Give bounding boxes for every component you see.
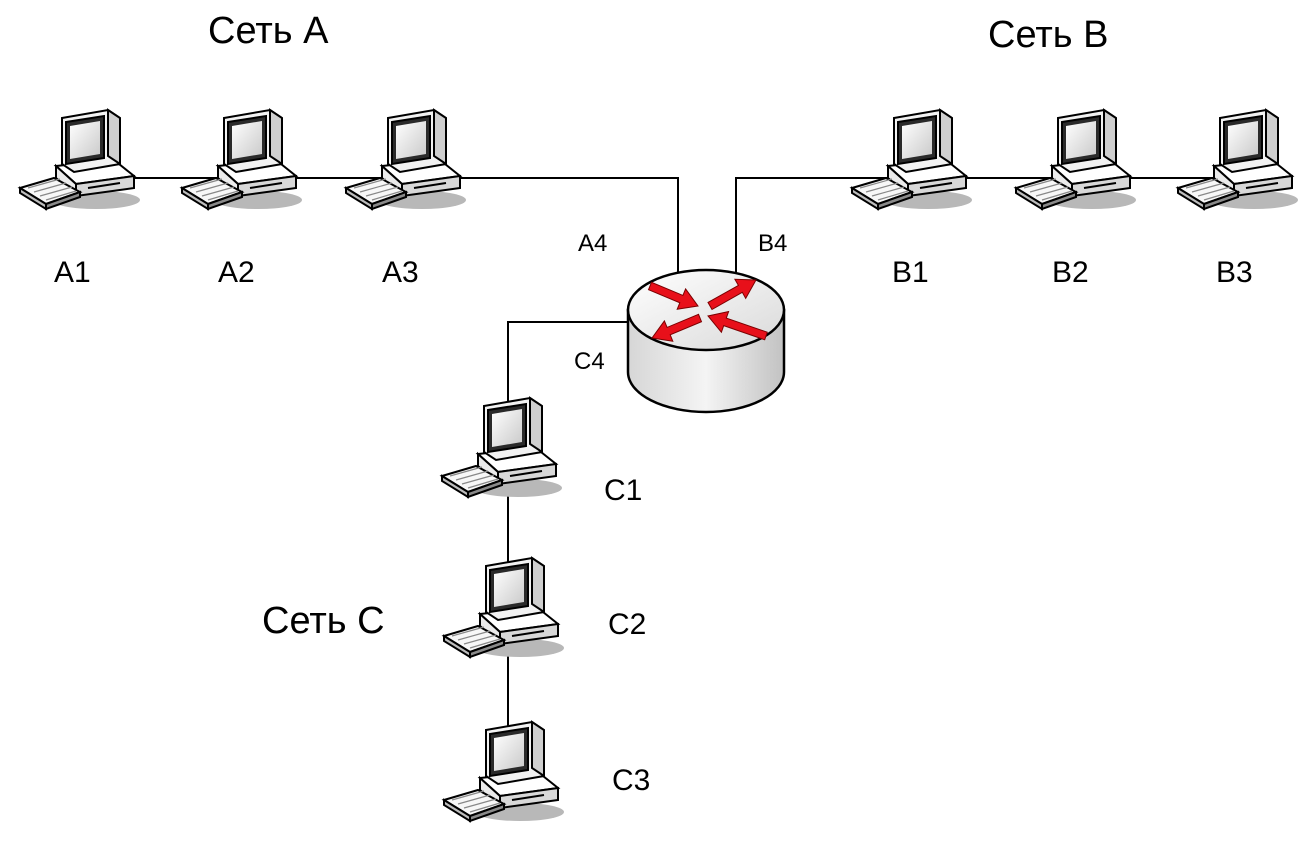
host-label-c3: C3 — [612, 764, 651, 797]
router-arrows-icon — [647, 278, 768, 342]
computer-b3-icon[interactable] — [1177, 109, 1299, 210]
link-network-c — [507, 321, 630, 790]
router-arrow — [707, 278, 757, 311]
host-label-a2: A2 — [218, 256, 255, 289]
network-a-title: Сеть А — [208, 10, 329, 52]
network-c-title: Сеть С — [262, 600, 385, 642]
router-arrow — [707, 310, 768, 341]
router[interactable] — [626, 268, 786, 414]
host-label-b3: B3 — [1216, 256, 1253, 289]
computer-b2-icon[interactable] — [1015, 109, 1137, 210]
computer-a1-icon[interactable] — [19, 109, 141, 210]
host-label-c2: C2 — [608, 608, 647, 641]
network-b-title: Сеть В — [988, 14, 1109, 56]
computer-a3-icon[interactable] — [345, 109, 467, 210]
computer-c1-icon[interactable] — [441, 397, 563, 498]
router-arrow — [651, 313, 703, 342]
computer-c2-icon[interactable] — [443, 557, 565, 658]
computer-a2-icon[interactable] — [181, 109, 303, 210]
host-label-b2: B2 — [1052, 256, 1089, 289]
computer-b1-icon[interactable] — [851, 109, 973, 210]
port-label-b4: B4 — [758, 230, 788, 257]
host-label-c1: C1 — [604, 474, 643, 507]
host-label-a1: A1 — [54, 256, 91, 289]
host-label-a3: A3 — [382, 256, 419, 289]
computer-c3-icon[interactable] — [443, 721, 565, 822]
port-label-c4: C4 — [574, 348, 605, 375]
router-arrow — [647, 281, 699, 310]
port-label-a4: A4 — [578, 230, 608, 257]
link-network-b — [735, 177, 1252, 290]
computers — [19, 109, 1299, 822]
host-label-b1: B1 — [892, 256, 929, 289]
